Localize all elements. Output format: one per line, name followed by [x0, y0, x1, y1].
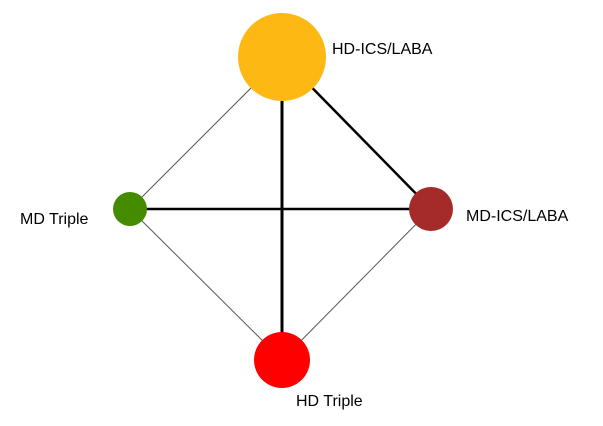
node-hd-ics-laba — [238, 13, 326, 101]
label-md-triple: MD Triple — [20, 211, 89, 228]
edge-md-triple-to-hd-triple — [129, 208, 283, 361]
label-md-ics-laba: MD-ICS/LABA — [466, 208, 569, 225]
node-hd-triple — [254, 332, 310, 388]
label-hd-triple: HD Triple — [296, 393, 363, 410]
node-md-ics-laba — [409, 187, 453, 231]
label-hd-ics-laba: HD-ICS/LABA — [332, 41, 433, 58]
node-md-triple — [113, 192, 147, 226]
edge-md-ics-laba-to-hd-triple — [281, 208, 432, 361]
